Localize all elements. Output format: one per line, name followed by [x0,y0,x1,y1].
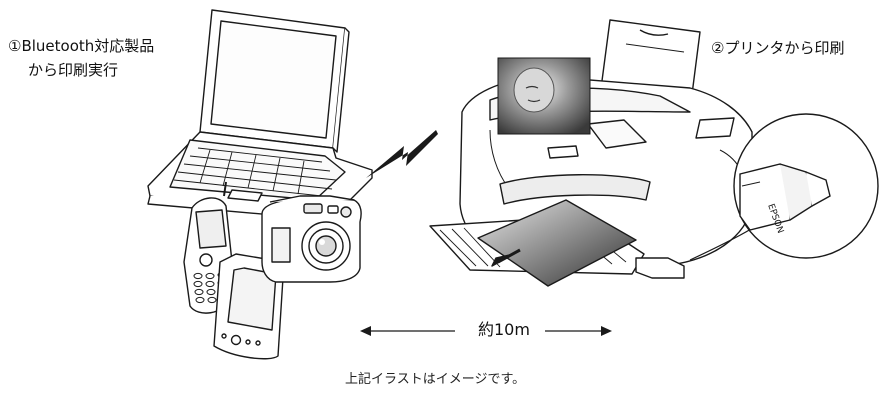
pda-icon [213,253,285,360]
cellphone-icon [183,181,233,314]
photo-thumbnail [497,57,591,135]
printer-icon [429,19,753,287]
distance-arrow [360,326,612,336]
magnified-adapter-detail: EPSON [689,113,879,261]
distance-label: 約10m [478,320,530,339]
laptop-icon [147,9,373,221]
step1-label-line1: ①Bluetooth対応製品 [8,37,155,55]
step2-label: ②プリンタから印刷 [711,39,845,57]
step1-label-line2: から印刷実行 [28,61,119,79]
digital-camera-icon [261,195,362,283]
caption-note: 上記イラストはイメージです。 [345,372,526,387]
